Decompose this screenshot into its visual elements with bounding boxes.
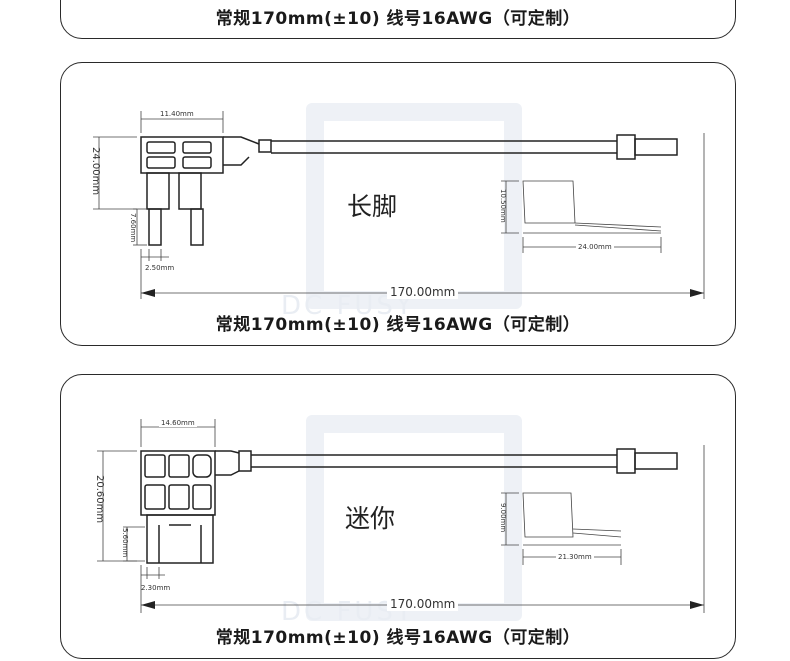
long-diagram: [93, 111, 705, 299]
dim-leg: 7.60mm: [129, 213, 137, 243]
spec-card-long: DC FUSY: [60, 62, 736, 346]
dim-height: 24.00mm: [90, 147, 101, 196]
spec-caption: 常规170mm(±10) 线号16AWG（可定制）: [215, 628, 581, 648]
dim-length: 170.00mm: [387, 285, 459, 299]
spec-card-mini: DC FUSY: [60, 374, 736, 659]
dim-pitch: 2.30mm: [141, 584, 171, 592]
dim-leg: 5.60mm: [121, 528, 129, 558]
dim-side-height: 9.00mm: [499, 503, 507, 533]
dim-side-height: 10.50mm: [499, 189, 507, 223]
dim-height: 20.60mm: [94, 475, 105, 524]
dim-width: 11.40mm: [160, 110, 194, 118]
variant-name: 迷你: [345, 504, 396, 533]
variant-name: 长脚: [347, 192, 398, 221]
spec-card-top: 常规170mm(±10) 线号16AWG（可定制）: [60, 0, 736, 39]
dim-length: 170.00mm: [387, 597, 459, 611]
watermark-logo: [306, 103, 522, 309]
dim-side-width: 21.30mm: [556, 553, 594, 561]
spec-caption: 常规170mm(±10) 线号16AWG（可定制）: [215, 9, 581, 29]
mini-diagram: [97, 419, 705, 613]
dim-pitch: 2.50mm: [145, 264, 175, 272]
dim-width: 14.60mm: [159, 419, 197, 427]
spec-caption: 常规170mm(±10) 线号16AWG（可定制）: [215, 315, 581, 335]
dim-side-width: 24.00mm: [576, 243, 614, 251]
